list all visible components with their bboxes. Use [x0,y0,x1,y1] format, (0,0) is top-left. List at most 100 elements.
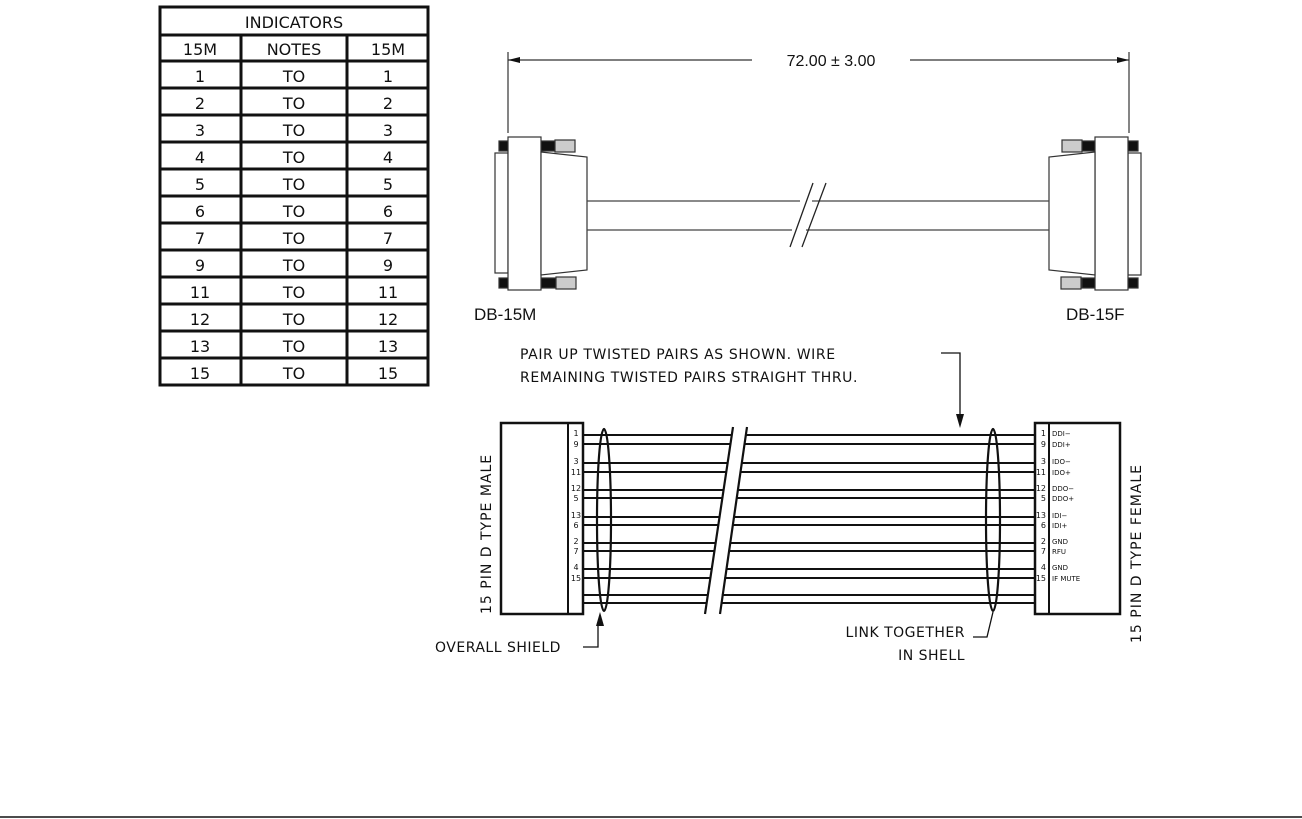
table-cell: 6 [195,202,205,221]
signal-name: DDI+ [1052,441,1071,449]
table-cell: TO [282,229,305,248]
female-connector-label: 15 PIN D TYPE FEMALE [1129,464,1145,643]
signal-name: GND [1052,538,1068,546]
arrow-right-icon [1117,57,1129,63]
table-cell: 9 [195,256,205,275]
male-connector-box [499,421,585,616]
table-cell: 5 [383,175,393,194]
male-pin-number: 7 [573,547,578,556]
table-cell: 15 [378,364,398,383]
female-pin-number: 13 [1036,511,1046,520]
screw-shaft [1081,277,1097,289]
signal-name: IF MUTE [1052,575,1080,583]
right-connector-label: DB-15F [1066,305,1125,324]
female-pin-number: 11 [1036,468,1046,477]
break-mark [801,182,827,248]
table-cell: 13 [190,337,210,356]
link-shell-ellipse [984,427,1002,613]
signal-name: DDI− [1052,430,1071,438]
table-cell: TO [282,148,305,167]
female-pin-number: 6 [1041,521,1046,530]
table-cell: TO [282,121,305,140]
connector-face [494,152,509,274]
signal-name: RFU [1052,548,1066,556]
table-cell: 13 [378,337,398,356]
male-connector-label: 15 PIN D TYPE MALE [479,454,495,614]
signal-name: IDO+ [1052,469,1071,477]
male-pin-number: 13 [571,511,581,520]
overall-shield-ellipse [595,427,613,613]
connector-hood [540,151,588,276]
male-pin-number: 6 [573,521,578,530]
dimension-text: 72.00 ± 3.00 [787,53,876,70]
table-cell: 6 [383,202,393,221]
female-pin-number: 9 [1041,440,1046,449]
screw-shaft [540,140,557,152]
female-pin-number: 4 [1041,563,1046,572]
table-cell: 12 [378,310,398,329]
table-cell: 4 [195,148,205,167]
male-pin-number: 2 [573,537,578,546]
wire-group [583,434,1035,604]
table-title: INDICATORS [245,13,343,32]
table-header: NOTES [267,40,322,59]
female-pin-number: 15 [1036,574,1046,583]
table-cell: 7 [383,229,393,248]
break-mark [789,182,814,248]
link-label-line-2: IN SHELL [898,648,965,664]
arrow-down-icon [956,414,964,428]
knurl-screw-icon [555,276,577,290]
table-cell: 15 [190,364,210,383]
male-pin-number: 4 [573,563,578,572]
table-cell: TO [282,202,305,221]
female-pin-number: 1 [1041,429,1046,438]
table-cell: 9 [383,256,393,275]
knurl-screw-icon [554,139,576,153]
break-mark [718,426,749,615]
note-line-2: REMAINING TWISTED PAIRS STRAIGHT THRU. [520,370,858,386]
table-cell: 2 [195,94,205,113]
note-line-1: PAIR UP TWISTED PAIRS AS SHOWN. WIRE [520,347,836,363]
table-header: 15M [371,40,405,59]
signal-name: GND [1052,564,1068,572]
arrow-left-icon [508,57,520,63]
signal-name: DDO− [1052,485,1074,493]
female-pin-number: 7 [1041,547,1046,556]
male-pin-number: 11 [571,468,581,477]
table-cell: 11 [190,283,210,302]
db15m-connector [494,136,588,291]
table-cell: TO [282,175,305,194]
connector-flange [1094,136,1129,291]
table-cell: TO [282,67,305,86]
link-label-line-1: LINK TOGETHER [846,625,965,641]
male-pin-number: 1 [573,429,578,438]
table-cell: 7 [195,229,205,248]
length-dimension: 72.00 ± 3.00 [507,52,1130,133]
screw-head [1127,140,1139,152]
screw-head [1127,277,1139,289]
signal-name: IDI+ [1052,522,1068,530]
table-cell: 1 [195,67,205,86]
male-pin-number: 5 [573,494,578,503]
connector-flange [507,136,542,291]
table-cell: TO [282,256,305,275]
table-cell: TO [282,283,305,302]
female-pin-number: 3 [1041,457,1046,466]
male-pin-number: 15 [571,574,581,583]
table-cell: TO [282,364,305,383]
signal-name: DDO+ [1052,495,1074,503]
male-pin-number: 3 [573,457,578,466]
table-cell: 4 [383,148,393,167]
knurl-screw-icon [1061,139,1083,153]
table-cell: 1 [383,67,393,86]
table-cell: TO [282,337,305,356]
table-cell: 2 [383,94,393,113]
table-cell: 11 [378,283,398,302]
signal-name: IDI− [1052,512,1068,520]
table-cell: TO [282,310,305,329]
db15f-connector [1048,136,1142,291]
break-mark [703,426,735,615]
female-pin-number: 12 [1036,484,1046,493]
